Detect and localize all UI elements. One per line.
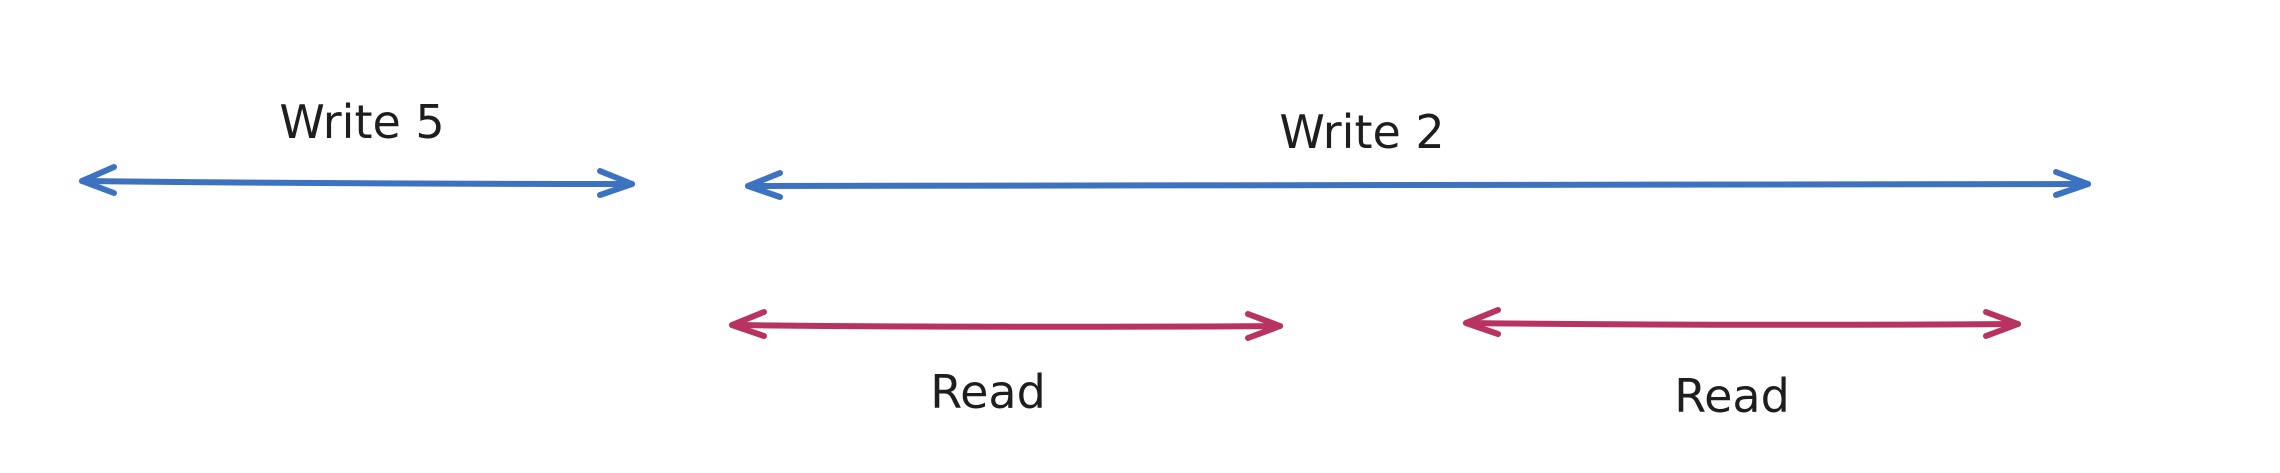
write-5-label: Write 5 — [279, 95, 444, 149]
write-5-right-head — [597, 168, 635, 198]
write-5-left-head — [79, 164, 117, 196]
read-1-line — [729, 322, 1283, 330]
read-2-left-head — [1463, 307, 1501, 337]
write-2-right-head — [2053, 169, 2091, 198]
read-1-label: Read — [930, 365, 1046, 419]
read-1-left-head — [729, 309, 767, 339]
read-2-right-head — [1983, 309, 2021, 339]
write-5-line — [79, 178, 635, 187]
read-2-label: Read — [1674, 369, 1790, 423]
write-2-label: Write 2 — [1279, 105, 1444, 159]
write-5-arrow: Write 5 — [79, 95, 635, 198]
write-2-arrow: Write 2 — [745, 105, 2091, 200]
write-2-line — [745, 181, 2091, 189]
read-2-arrow: Read — [1463, 307, 2021, 423]
write-2-left-head — [745, 170, 783, 200]
read-2-line — [1463, 320, 2021, 328]
read-1-arrow: Read — [729, 309, 1283, 419]
read-1-right-head — [1245, 311, 1283, 341]
